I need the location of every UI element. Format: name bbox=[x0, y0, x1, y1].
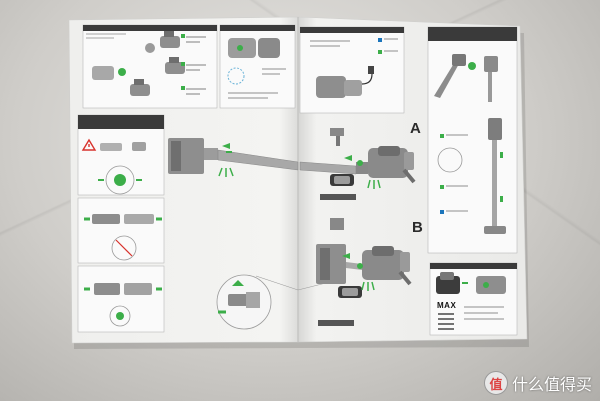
watermark-site-name: 什么值得买 bbox=[511, 375, 592, 394]
max-fill-mark: MAX bbox=[437, 301, 457, 310]
watermark: 值 什么值得买 bbox=[483, 371, 592, 395]
section-a-label: A bbox=[410, 120, 421, 137]
watermark-logo: 值 bbox=[483, 371, 508, 395]
section-b-label: B bbox=[412, 219, 423, 236]
